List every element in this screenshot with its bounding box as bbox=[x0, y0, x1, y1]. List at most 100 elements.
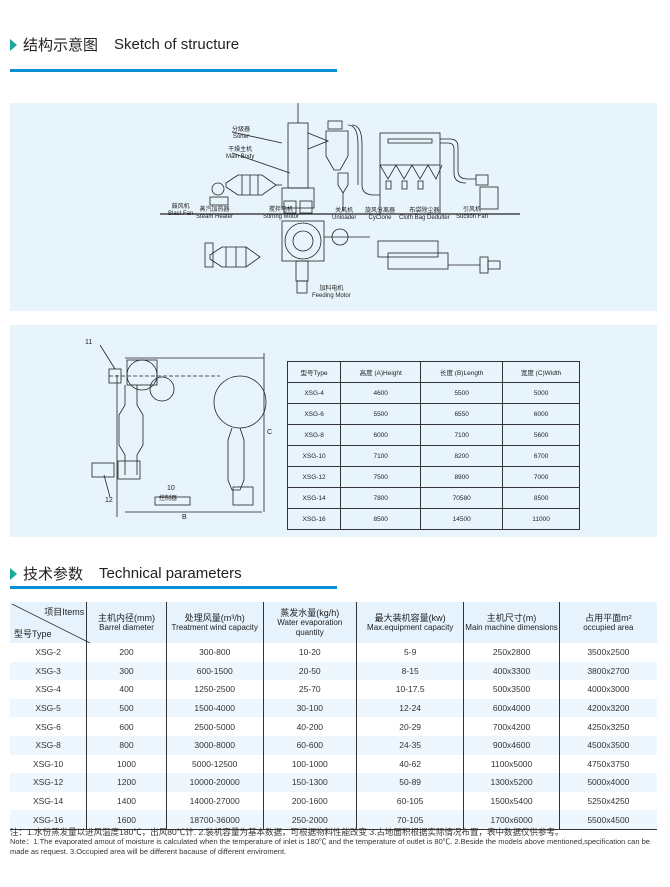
table-cell: 11000 bbox=[502, 508, 580, 530]
table-cell: 500x3500 bbox=[463, 680, 560, 699]
table-cell: 900x4600 bbox=[463, 735, 560, 755]
table-cell: 4600 bbox=[340, 382, 422, 404]
header-cn: 占用平面m² bbox=[585, 612, 632, 623]
section-title-en: Technical parameters bbox=[99, 565, 242, 582]
table-cell: 4750x3750 bbox=[558, 754, 657, 774]
header-cn: 主机尺寸(m) bbox=[486, 612, 537, 623]
table-cell: 600-1500 bbox=[165, 661, 264, 681]
dimension-b: B bbox=[182, 514, 187, 521]
table-cell: 400x3300 bbox=[463, 661, 560, 681]
table-cell: XSG-8 bbox=[286, 424, 342, 446]
header-en: Barrel diameter bbox=[99, 622, 154, 632]
column-header: 最大装机容量(kw)Max.equipment capacity bbox=[355, 602, 464, 643]
table-cell: 4000x3000 bbox=[558, 680, 657, 699]
table-cell: 600x4000 bbox=[463, 698, 560, 718]
section-title-en: Sketch of structure bbox=[114, 36, 240, 53]
section-title-cn: 结构示意图 bbox=[23, 37, 99, 54]
table-cell: 6700 bbox=[502, 445, 580, 467]
table-cell: 8200 bbox=[420, 445, 504, 467]
table-cell: 250x2800 bbox=[463, 643, 560, 662]
table-cell: 3000-8000 bbox=[165, 735, 264, 755]
table-cell: 60-600 bbox=[262, 735, 357, 755]
table-cell: 5600 bbox=[502, 424, 580, 446]
table-cell: 1400 bbox=[86, 791, 167, 811]
table-cell: 700x4200 bbox=[463, 717, 560, 736]
column-header: 型号Type bbox=[286, 361, 342, 383]
table-cell: 6000 bbox=[502, 403, 580, 425]
table-cell: XSG-14 bbox=[286, 487, 342, 509]
table-cell: 70-105 bbox=[355, 810, 464, 830]
table-cell: 5000-12500 bbox=[165, 754, 264, 774]
column-header: 主机尺寸(m)Main machine dimensions bbox=[463, 602, 560, 643]
table-cell: 3800x2700 bbox=[558, 661, 657, 681]
table-cell: 30-100 bbox=[262, 698, 357, 718]
header-en: occupied area bbox=[583, 622, 634, 632]
table-cell: 70580 bbox=[420, 487, 504, 509]
label-11: 11 bbox=[85, 339, 93, 346]
table-cell: 25-70 bbox=[262, 680, 357, 699]
column-header: 主机内径(mm)Barrel diameter bbox=[86, 602, 167, 643]
table-cell: 100-1000 bbox=[262, 754, 357, 774]
column-header: 蒸发水量(kg/h)Water evaporation quantity bbox=[262, 602, 357, 643]
header-en: Main machine dimensions bbox=[465, 622, 558, 632]
header-en: Max.equipment capacity bbox=[367, 622, 454, 632]
model-cell: XSG-12 bbox=[10, 773, 87, 792]
table-cell: 40-200 bbox=[262, 717, 357, 736]
table-cell: 1500x5400 bbox=[463, 791, 560, 811]
table-cell: 2500-5000 bbox=[165, 717, 264, 736]
header-cn: 蒸发水量(kg/h) bbox=[280, 607, 340, 618]
table-cell: XSG-6 bbox=[286, 403, 342, 425]
column-header: 宽度 (C)Width bbox=[502, 361, 580, 383]
table-cell: 800 bbox=[86, 735, 167, 755]
note-en: Note：1.The evaporated amout of moisture … bbox=[10, 837, 650, 856]
table-cell: 7500 bbox=[340, 466, 422, 488]
header-cn: 最大装机容量(kw) bbox=[374, 612, 446, 623]
table-cell: 1250-2500 bbox=[165, 680, 264, 699]
table-cell: 10000-20000 bbox=[165, 773, 264, 792]
table-cell: 5500 bbox=[340, 403, 422, 425]
table-cell: 7100 bbox=[420, 424, 504, 446]
table-cell: 1000 bbox=[86, 754, 167, 774]
notes: 注：1.水份蒸发量以进风温度180℃，出风80℃计. 2.装机容量为基本数据，可… bbox=[10, 827, 660, 857]
column-header: 长度 (B)Length bbox=[420, 361, 504, 383]
table-cell: 8-15 bbox=[355, 661, 464, 681]
table-cell: 1700x6000 bbox=[463, 810, 560, 830]
table-cell: 10-20 bbox=[262, 643, 357, 662]
table-cell: 5250x4250 bbox=[558, 791, 657, 811]
header-en: Water evaporation quantity bbox=[277, 617, 343, 637]
model-cell: XSG-5 bbox=[10, 698, 87, 718]
table-cell: XSG-10 bbox=[286, 445, 342, 467]
model-cell: XSG-2 bbox=[35, 647, 61, 658]
model-cell: XSG-16 bbox=[10, 810, 87, 830]
table-cell: 1200 bbox=[86, 773, 167, 792]
label-10: 10 bbox=[167, 485, 175, 492]
table-cell: 5000 bbox=[502, 382, 580, 404]
model-cell: XSG-6 bbox=[35, 721, 61, 732]
table-cell: XSG-12 bbox=[286, 466, 342, 488]
table-cell: 24-35 bbox=[355, 735, 464, 755]
table-cell: 6000 bbox=[340, 424, 422, 446]
table-cell: 12-24 bbox=[355, 698, 464, 718]
table-cell: 14500 bbox=[420, 508, 504, 530]
